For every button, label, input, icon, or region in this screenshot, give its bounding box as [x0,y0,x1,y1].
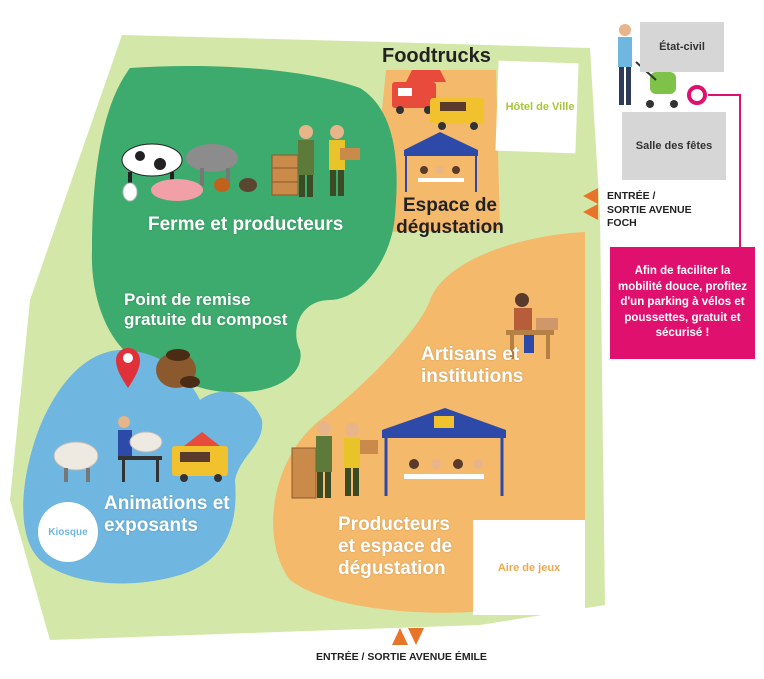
farmers-icon [271,125,360,197]
aire-de-jeux-label: Aire de jeux [497,561,561,574]
sheep-shearing-icon [53,416,163,482]
zone-label-espace-degustation: Espace de dégustation [396,195,504,238]
zone-label-ferme: Ferme et producteurs [148,214,344,235]
farmers-icon [291,421,378,499]
info-connector-line [708,94,741,247]
entry-arrow-foch-1 [583,188,598,204]
tasting-tent-icon [382,408,506,496]
farm-animals-icon [121,143,257,202]
salle-des-fetes-box: Salle des fêtes [622,112,726,180]
entree-foch-label: ENTRÉE / SORTIE AVENUE FOCH [607,190,692,230]
kiosque-label: Kiosque [48,526,88,538]
zone-label-artisans: Artisans et institutions [421,344,524,387]
etat-civil-box: État-civil [640,22,724,72]
hotel-de-ville-label: Hôtel de Ville [505,101,575,113]
foodtruck-icon [172,432,228,482]
mobility-info-box: Afin de faciliter la mobilité douce, pro… [610,247,755,359]
bike-parking-marker [687,85,707,105]
kiosque-circle [38,502,98,562]
foodtruck-icon [392,70,484,130]
location-pin-icon [116,348,140,388]
zone-label-compost: Point de remise gratuite du compost [124,290,288,329]
aire-de-jeux-box [473,520,585,615]
artisan-icon [506,293,558,359]
compost-bag-icon [156,349,200,388]
entry-arrow-emile-2 [408,628,424,645]
hotel-de-ville-box [495,60,579,154]
entry-arrow-emile-1 [392,628,408,645]
entry-arrow-foch-2 [583,204,598,220]
zone-label-animations: Animations et exposants [104,493,230,536]
entree-emile-label: ENTRÉE / SORTIE AVENUE ÉMILE [316,651,487,663]
zone-label-foodtrucks: Foodtrucks [382,45,491,67]
zone-label-producteurs: Producteurs et espace de dégustation [338,514,453,579]
tasting-tent-icon [404,132,478,192]
